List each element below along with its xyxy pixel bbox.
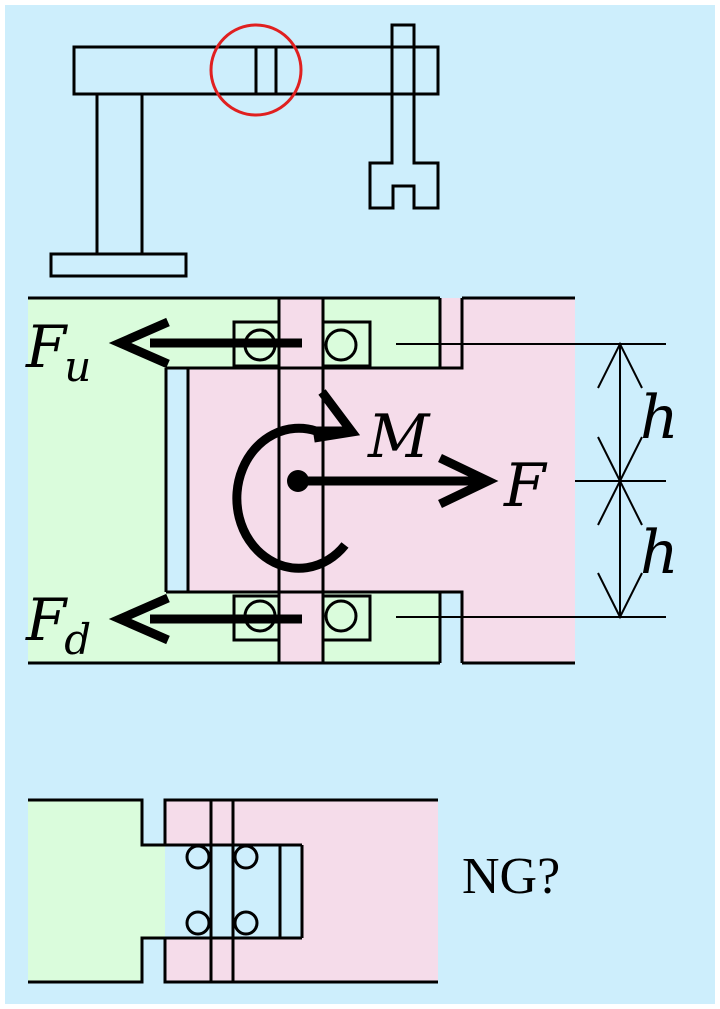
applied-loads [232,389,499,573]
overview-arm-sketch [49,23,440,278]
alt-right-part [165,800,438,982]
dim-arrow-bottom [597,572,643,620]
moment-arrowhead [313,389,361,443]
bearing-ball [324,328,358,362]
joint-cross-section: Fu Fd M F h h [25,296,679,665]
bearing-lower-right-race [321,594,372,642]
force-arrowhead [438,453,499,509]
inner-recess-outline [186,298,442,663]
bearing-upper-right-race [321,320,372,368]
dimension-lines [396,341,666,620]
pivot-point [287,470,309,492]
joint-highlight-circle [209,23,303,117]
force-lower-arrowhead [108,593,170,645]
reaction-forces [108,317,302,645]
alt-outlines [28,798,438,984]
gap-outline [440,298,464,663]
dim-arrow-top [597,341,643,389]
gripper [368,23,440,210]
bearing-ball [185,910,211,936]
force-label: F [503,451,548,521]
force-upper-arrowhead [108,317,170,369]
right-housing-block [462,298,575,663]
left-housing [28,298,440,663]
force-upper-label: Fu [25,313,91,391]
force-lower-label: Fd [25,586,91,664]
dim-arrow-mid-down [597,478,643,526]
alt-left-part [28,800,165,982]
dimension-h-upper: h [640,383,679,453]
arm-base [49,252,188,278]
bearing-ball [324,599,358,633]
alt-slot [280,845,302,938]
bearing-ball [233,910,259,936]
ng-note: NG? [462,848,560,905]
bearing-ball [233,844,259,870]
moment-arc [232,423,350,573]
bearing-ball [185,844,211,870]
dimension-h-lower: h [640,518,679,588]
moment-label: M [367,402,431,472]
alternative-arrangement: NG? [28,798,560,984]
cross-section-outlines [28,296,575,665]
